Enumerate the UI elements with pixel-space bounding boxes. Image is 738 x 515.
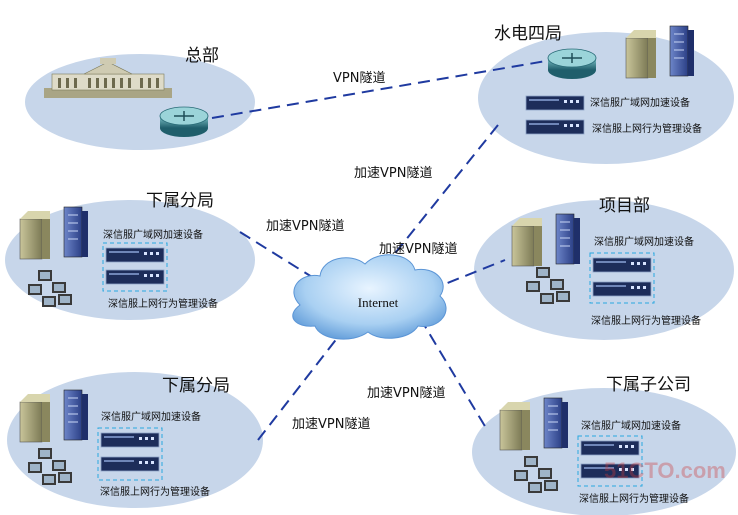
cloud-label: Internet bbox=[358, 295, 399, 310]
device-group-frame bbox=[589, 252, 655, 304]
link-label-subsidiary-internet: 加速VPN隧道 bbox=[367, 385, 445, 401]
site-shuidian: 水电四局 深信服广域网加速设备 深信服上网行为管理设备 bbox=[494, 24, 702, 135]
link-label-branch-a-internet: 加速VPN隧道 bbox=[266, 218, 344, 234]
link-label-shuidian-internet: 加速VPN隧道 bbox=[354, 165, 432, 181]
device-behavior-label: 深信服上网行为管理设备 bbox=[591, 314, 701, 327]
behavior-management-device-icon bbox=[100, 456, 160, 472]
watermark: 51CTO.com bbox=[604, 458, 726, 483]
site-title: 项目部 bbox=[599, 196, 650, 216]
router-icon bbox=[547, 48, 597, 80]
site-title: 下属分局 bbox=[162, 376, 230, 396]
internet-cloud: Internet bbox=[292, 254, 447, 340]
site-title: 总部 bbox=[185, 46, 219, 66]
link-hq-shuidian bbox=[211, 59, 553, 119]
wan-accelerator-device-icon bbox=[525, 95, 585, 111]
router-icon bbox=[159, 106, 209, 138]
link-label-project-internet: 加速VPN隧道 bbox=[379, 241, 457, 257]
device-wan-label: 深信服广域网加速设备 bbox=[590, 96, 690, 109]
government-building-icon bbox=[44, 58, 172, 98]
device-group-frame bbox=[97, 427, 163, 481]
site-branch-a: 下属分局 深信服广域网加速设备 深信服上网行为管理设备 bbox=[19, 191, 218, 310]
device-group-frame bbox=[577, 435, 643, 487]
device-wan-label: 深信服广域网加速设备 bbox=[103, 228, 203, 241]
behavior-management-device-icon bbox=[105, 269, 165, 285]
link-shuidian-internet bbox=[379, 124, 499, 273]
site-project: 项目部 深信服广域网加速设备 深信服上网行为管理设备 bbox=[511, 196, 701, 327]
site-hq-ellipse bbox=[25, 54, 255, 150]
link-branch-b-internet bbox=[257, 327, 346, 441]
behavior-management-device-icon bbox=[525, 119, 585, 135]
device-group-frame bbox=[102, 242, 168, 292]
device-behavior-label: 深信服上网行为管理设备 bbox=[592, 122, 702, 135]
wan-accelerator-device-icon bbox=[592, 257, 652, 273]
device-wan-label: 深信服广域网加速设备 bbox=[101, 410, 201, 423]
link-label-hq-shuidian: VPN隧道 bbox=[333, 70, 385, 86]
site-title: 下属分局 bbox=[146, 191, 214, 211]
site-hq: 总部 bbox=[44, 46, 219, 138]
site-subsidiary: 下属子公司 深信服广域网加速设备 深信服上网行为管理设备 bbox=[499, 375, 691, 505]
wan-accelerator-device-icon bbox=[105, 247, 165, 263]
site-title: 下属子公司 bbox=[606, 375, 691, 395]
link-subsidiary-internet bbox=[419, 317, 487, 429]
device-wan-label: 深信服广域网加速设备 bbox=[594, 235, 694, 248]
wan-accelerator-device-icon bbox=[580, 440, 640, 456]
wan-accelerator-device-icon bbox=[100, 432, 160, 448]
behavior-management-device-icon bbox=[592, 281, 652, 297]
link-branch-a-internet bbox=[239, 231, 321, 283]
link-label-branch-b-internet: 加速VPN隧道 bbox=[292, 416, 370, 432]
link-project-internet bbox=[429, 259, 506, 291]
device-behavior-label: 深信服上网行为管理设备 bbox=[108, 297, 218, 310]
device-behavior-label: 深信服上网行为管理设备 bbox=[100, 485, 210, 498]
site-title: 水电四局 bbox=[494, 24, 562, 44]
device-behavior-label: 深信服上网行为管理设备 bbox=[579, 492, 689, 505]
site-branch-b: 下属分局 深信服广域网加速设备 深信服上网行为管理设备 bbox=[19, 376, 230, 498]
device-wan-label: 深信服广域网加速设备 bbox=[581, 419, 681, 432]
